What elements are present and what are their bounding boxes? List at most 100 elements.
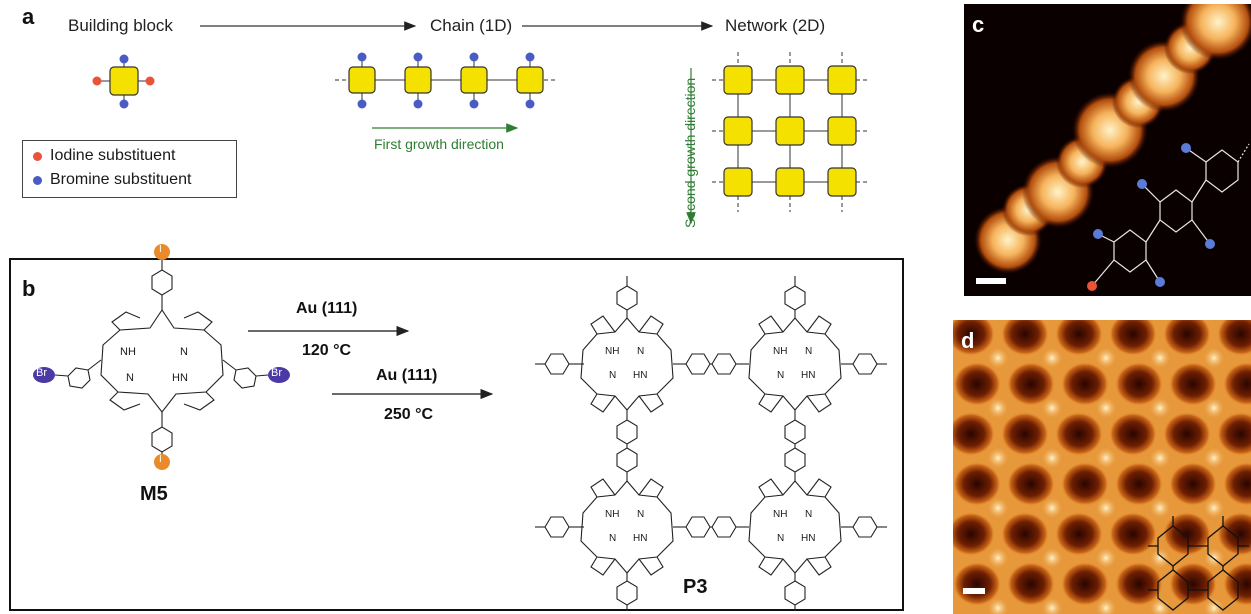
bromine-dot bbox=[119, 99, 129, 109]
bromine-dot bbox=[469, 52, 479, 62]
stage-chain-1d: Chain (1D) bbox=[430, 16, 513, 35]
network-node bbox=[1204, 598, 1224, 614]
network-node bbox=[1204, 498, 1224, 518]
phenyl-ring bbox=[784, 285, 806, 311]
network-pore bbox=[1061, 562, 1109, 606]
legend-item-iodine: Iodine substituent bbox=[33, 147, 175, 165]
network-pore bbox=[1217, 412, 1251, 456]
second-growth-label: Second growth direction bbox=[682, 77, 698, 228]
network-overlay-structure bbox=[1148, 516, 1249, 611]
phenyl-ring bbox=[544, 516, 570, 538]
network-pore bbox=[1169, 562, 1217, 606]
network-unit bbox=[827, 116, 857, 146]
overlay-bromine-dot bbox=[1205, 239, 1215, 249]
network-node bbox=[1204, 398, 1224, 418]
step2-temperature: 250 °C bbox=[384, 406, 434, 423]
network-pore bbox=[1223, 562, 1251, 606]
network-pores bbox=[953, 320, 1251, 614]
porphyrin-core bbox=[580, 480, 674, 574]
network-node bbox=[1096, 448, 1116, 468]
network-unit bbox=[827, 65, 857, 95]
m5-n-top: N bbox=[180, 346, 188, 358]
iodine-atom-top bbox=[154, 244, 170, 260]
network-pore bbox=[1217, 320, 1251, 356]
p3-nitrogen-label: NH bbox=[773, 346, 788, 357]
p3-nitrogen-label: N bbox=[777, 533, 785, 544]
network-node bbox=[1042, 598, 1062, 614]
overlay-iodine-dot bbox=[1087, 281, 1097, 291]
network-node bbox=[1096, 398, 1116, 418]
network-node bbox=[1096, 348, 1116, 368]
stage-network-2d: Network (2D) bbox=[725, 16, 826, 35]
bromine-legend-dot bbox=[33, 175, 42, 185]
network-node bbox=[1096, 548, 1116, 568]
network-node bbox=[1042, 348, 1062, 368]
first-growth-label: First growth direction bbox=[374, 136, 504, 152]
network-unit bbox=[775, 65, 805, 95]
p3-nitrogen-label: NH bbox=[605, 346, 620, 357]
network-node bbox=[1150, 348, 1170, 368]
phenyl-ring bbox=[616, 447, 638, 473]
phenyl-ring bbox=[784, 419, 806, 445]
network-node bbox=[1150, 398, 1170, 418]
network-node bbox=[988, 398, 1008, 418]
building-block bbox=[92, 54, 155, 109]
p3-nitrogen-label: N bbox=[805, 346, 813, 357]
network-pore bbox=[1223, 362, 1251, 406]
network-pore bbox=[953, 320, 995, 356]
chain-unit bbox=[348, 66, 376, 94]
phenyl-ring bbox=[852, 516, 878, 538]
p3-nitrogen-label: N bbox=[637, 346, 645, 357]
panel-c-letter: c bbox=[972, 12, 985, 37]
p3-nitrogen-label: N bbox=[805, 509, 813, 520]
phenyl-ring bbox=[711, 516, 737, 538]
network-node bbox=[1096, 598, 1116, 614]
network-node bbox=[1204, 348, 1224, 368]
p3-nitrogen-label: N bbox=[609, 370, 617, 381]
p3-nitrogen-label: N bbox=[637, 509, 645, 520]
stage-building-block: Building block bbox=[68, 16, 173, 35]
network-node bbox=[988, 598, 1008, 614]
network-node bbox=[1096, 498, 1116, 518]
step2-substrate: Au (111) bbox=[376, 367, 438, 384]
network-node bbox=[1150, 598, 1170, 614]
p3-nitrogen-label: HN bbox=[633, 370, 648, 381]
network-pore bbox=[1109, 412, 1157, 456]
network-pore bbox=[1001, 412, 1049, 456]
network-unit bbox=[827, 167, 857, 197]
phenyl-ring bbox=[685, 516, 711, 538]
network-pore bbox=[1007, 462, 1055, 506]
panel-b-frame bbox=[9, 258, 904, 611]
network-pore bbox=[1115, 562, 1163, 606]
network-node bbox=[1150, 498, 1170, 518]
network-pore bbox=[1169, 362, 1217, 406]
overlay-bromine-dot bbox=[1093, 229, 1103, 239]
network-node bbox=[988, 448, 1008, 468]
step1-temperature: 120 °C bbox=[302, 342, 352, 359]
network-pore bbox=[1163, 412, 1211, 456]
iodine-dot bbox=[92, 76, 102, 86]
legend: Iodine substituent Bromine substituent bbox=[22, 140, 237, 198]
porphyrin-core bbox=[748, 480, 842, 574]
scale-bar bbox=[963, 588, 985, 594]
phenyl-ring bbox=[784, 447, 806, 473]
bromine-label-right: Br bbox=[271, 367, 282, 379]
bromine-dot bbox=[413, 99, 423, 109]
chain-overlay-structure bbox=[1091, 143, 1250, 287]
network-node bbox=[1150, 448, 1170, 468]
network-node bbox=[1204, 448, 1224, 468]
network-pore bbox=[1223, 462, 1251, 506]
p3-nitrogen-label: HN bbox=[801, 533, 816, 544]
bromine-dot bbox=[357, 99, 367, 109]
chain-blobs bbox=[974, 4, 1251, 274]
polymer-p3-structure bbox=[535, 276, 887, 611]
phenyl-ring bbox=[616, 419, 638, 445]
iodine-label-top: I bbox=[159, 244, 162, 255]
bromine-atom-left bbox=[33, 367, 55, 383]
phenyl-ring bbox=[544, 353, 570, 375]
bromine-atom-right bbox=[268, 367, 290, 383]
bromine-dot bbox=[525, 52, 535, 62]
chain-unit bbox=[516, 66, 544, 94]
porphyrin-core bbox=[748, 317, 842, 411]
